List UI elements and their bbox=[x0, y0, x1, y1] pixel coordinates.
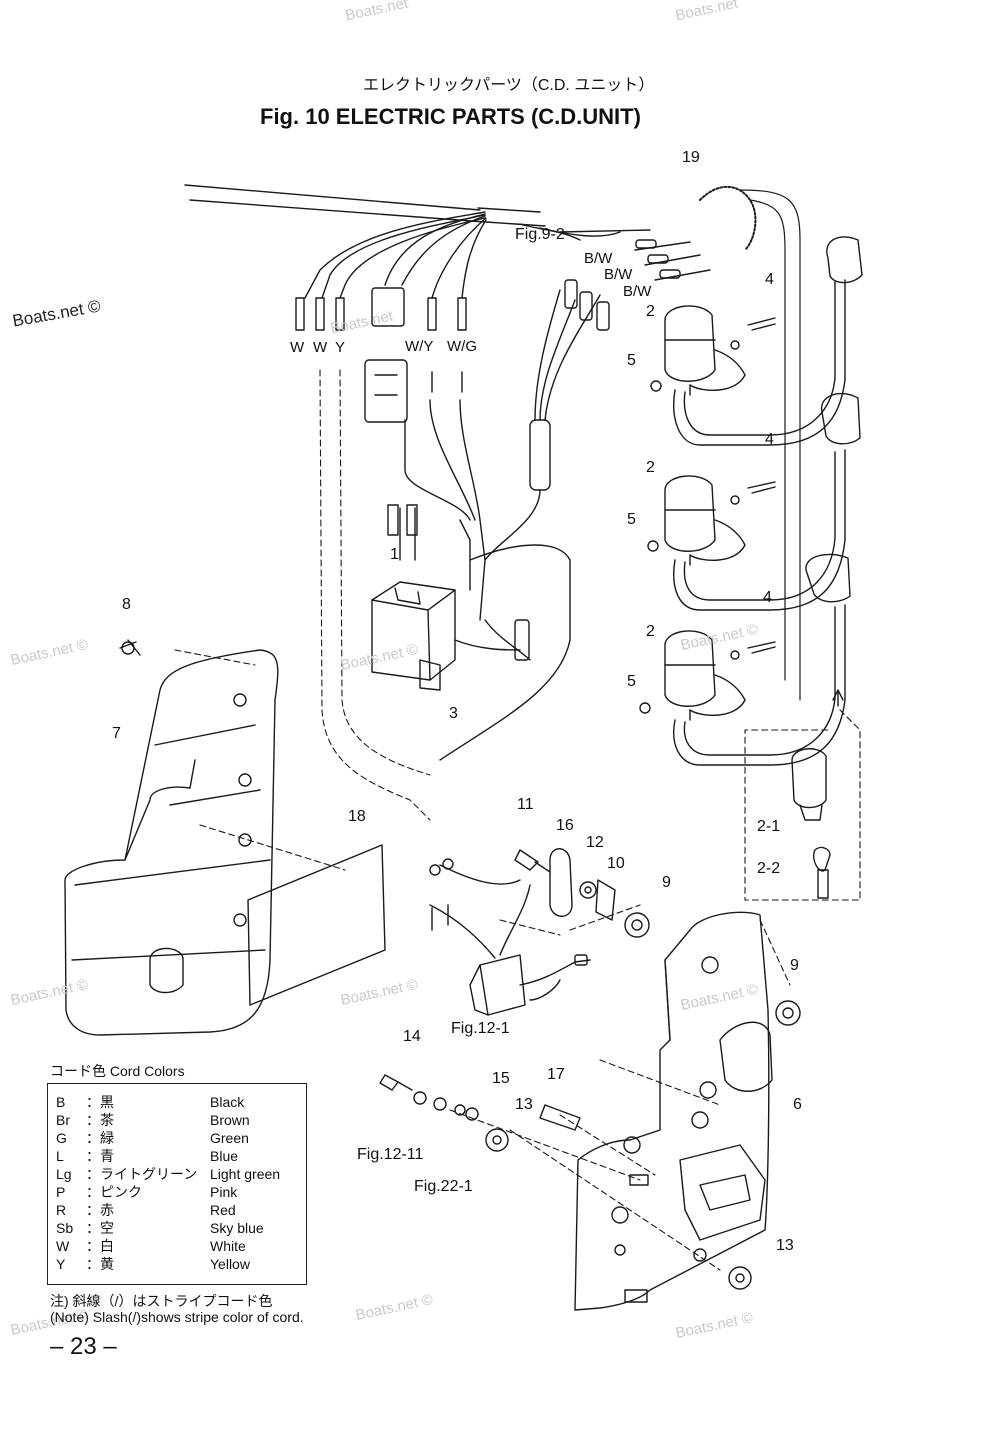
ignition-coil-top bbox=[650, 236, 863, 446]
cd-unit-base-plate bbox=[574, 911, 773, 1311]
legend-english: White bbox=[210, 1238, 246, 1254]
callout-1: 1 bbox=[390, 546, 399, 563]
legend-japanese: ：黒 bbox=[86, 1094, 114, 1110]
page-number: – 23 – bbox=[50, 1333, 117, 1360]
mounting-hardware bbox=[379, 848, 801, 1290]
callout-9: 9 bbox=[662, 874, 671, 891]
callout-2: 2 bbox=[646, 459, 655, 476]
frame-lines bbox=[739, 189, 801, 701]
legend-code: L bbox=[56, 1148, 64, 1164]
legend-code: B bbox=[56, 1094, 66, 1110]
note-japanese: 注) 斜線（/）はストライプコード色 bbox=[50, 1293, 273, 1309]
callout-11: 11 bbox=[517, 796, 534, 813]
cord-colors-legend: B ：黒 Black Br ：茶 Brown G ：緑 Green L ：青 B… bbox=[47, 1083, 307, 1285]
ignition-coil-middle bbox=[647, 393, 861, 611]
callout-3: 3 bbox=[449, 705, 458, 722]
callout-14: 14 bbox=[403, 1028, 421, 1045]
legend-english: Light green bbox=[210, 1166, 281, 1182]
callout-9: 9 bbox=[790, 957, 799, 974]
clamp-band bbox=[699, 185, 757, 251]
figure-ref-12-1[interactable]: Fig.12-1 bbox=[451, 1020, 510, 1037]
wire-label-y: Y bbox=[335, 339, 346, 356]
legend-japanese: ：空 bbox=[86, 1220, 114, 1236]
callout-8: 8 bbox=[122, 596, 131, 613]
legend-code: R bbox=[56, 1202, 67, 1218]
callout-2-1: 2-1 bbox=[757, 818, 781, 835]
ignition-coil-bottom bbox=[639, 553, 851, 766]
figure-ref-9-2[interactable]: Fig.9-2 bbox=[515, 226, 565, 243]
callout-13: 13 bbox=[776, 1237, 794, 1254]
callout-7: 7 bbox=[112, 725, 121, 742]
callout-5: 5 bbox=[627, 352, 636, 369]
callout-16: 16 bbox=[556, 817, 574, 834]
plug-cap-inset bbox=[791, 689, 844, 899]
legend-english: Brown bbox=[210, 1112, 250, 1128]
callout-2: 2 bbox=[646, 623, 655, 640]
callout-18: 18 bbox=[348, 808, 366, 825]
callout-4: 4 bbox=[765, 431, 774, 448]
callout-2: 2 bbox=[646, 303, 655, 320]
legend-japanese: ：茶 bbox=[86, 1112, 114, 1128]
wire-label-w: W bbox=[290, 339, 305, 356]
callout-5: 5 bbox=[627, 511, 636, 528]
legend-japanese: ：白 bbox=[86, 1238, 114, 1254]
cd-unit bbox=[371, 504, 571, 761]
legend-english: Green bbox=[210, 1130, 249, 1146]
legend-code: W bbox=[56, 1238, 70, 1254]
callout-19: 19 bbox=[682, 149, 700, 166]
legend-code: G bbox=[56, 1130, 67, 1146]
terminal-connectors-top bbox=[295, 287, 467, 423]
rectifier-assembly bbox=[429, 858, 591, 1016]
legend-english: Pink bbox=[210, 1184, 238, 1200]
wire-label-b-w: B/W bbox=[584, 250, 613, 267]
cord-colors-heading: コード色 Cord Colors bbox=[50, 1063, 185, 1079]
legend-english: Blue bbox=[210, 1148, 239, 1164]
wire-label-w-y: W/Y bbox=[405, 338, 434, 355]
legend-japanese: ：緑 bbox=[86, 1130, 114, 1146]
legend-english: Yellow bbox=[210, 1256, 250, 1272]
japanese-title: エレクトリックパーツ（C.D. ユニット） bbox=[363, 77, 655, 94]
legend-japanese: ：黄 bbox=[86, 1256, 114, 1272]
coil-harness bbox=[404, 239, 711, 561]
callout-17: 17 bbox=[547, 1066, 565, 1083]
callout-2-2: 2-2 bbox=[757, 860, 781, 877]
callout-12: 12 bbox=[586, 834, 604, 851]
callout-5: 5 bbox=[627, 673, 636, 690]
legend-english: Black bbox=[210, 1094, 245, 1110]
callout-10: 10 bbox=[607, 855, 625, 872]
figure-ref-12-11[interactable]: Fig.12-11 bbox=[357, 1146, 424, 1163]
callout-4: 4 bbox=[765, 271, 774, 288]
legend-japanese: ：ライトグリーン bbox=[86, 1166, 198, 1182]
legend-english: Red bbox=[210, 1202, 236, 1218]
callout-6: 6 bbox=[793, 1096, 802, 1113]
wire-label-w-g: W/G bbox=[447, 338, 477, 355]
note-english: (Note) Slash(/)shows stripe color of cor… bbox=[50, 1309, 304, 1325]
cd-unit-cover bbox=[64, 639, 279, 1036]
main-harness bbox=[184, 184, 651, 299]
callout-15: 15 bbox=[492, 1070, 510, 1087]
legend-code: Y bbox=[56, 1256, 66, 1272]
legend-code: P bbox=[56, 1184, 66, 1200]
callout-4: 4 bbox=[763, 589, 772, 606]
wire-label-b-w: B/W bbox=[623, 283, 652, 300]
wire-label-w: W bbox=[313, 339, 328, 356]
legend-code: Sb bbox=[56, 1220, 74, 1236]
wire-label-b-w: B/W bbox=[604, 266, 633, 283]
figure-title: Fig. 10 ELECTRIC PARTS (C.D.UNIT) bbox=[260, 104, 641, 129]
insulator-sheet bbox=[247, 844, 386, 1006]
legend-japanese: ：青 bbox=[86, 1148, 114, 1164]
legend-japanese: ：ピンク bbox=[86, 1184, 142, 1200]
legend-english: Sky blue bbox=[210, 1220, 264, 1236]
legend-code: Br bbox=[56, 1112, 70, 1128]
figure-ref-22-1[interactable]: Fig.22-1 bbox=[414, 1178, 473, 1195]
legend-japanese: ：赤 bbox=[86, 1202, 114, 1218]
callout-13: 13 bbox=[515, 1096, 533, 1113]
legend-code: Lg bbox=[56, 1166, 72, 1182]
